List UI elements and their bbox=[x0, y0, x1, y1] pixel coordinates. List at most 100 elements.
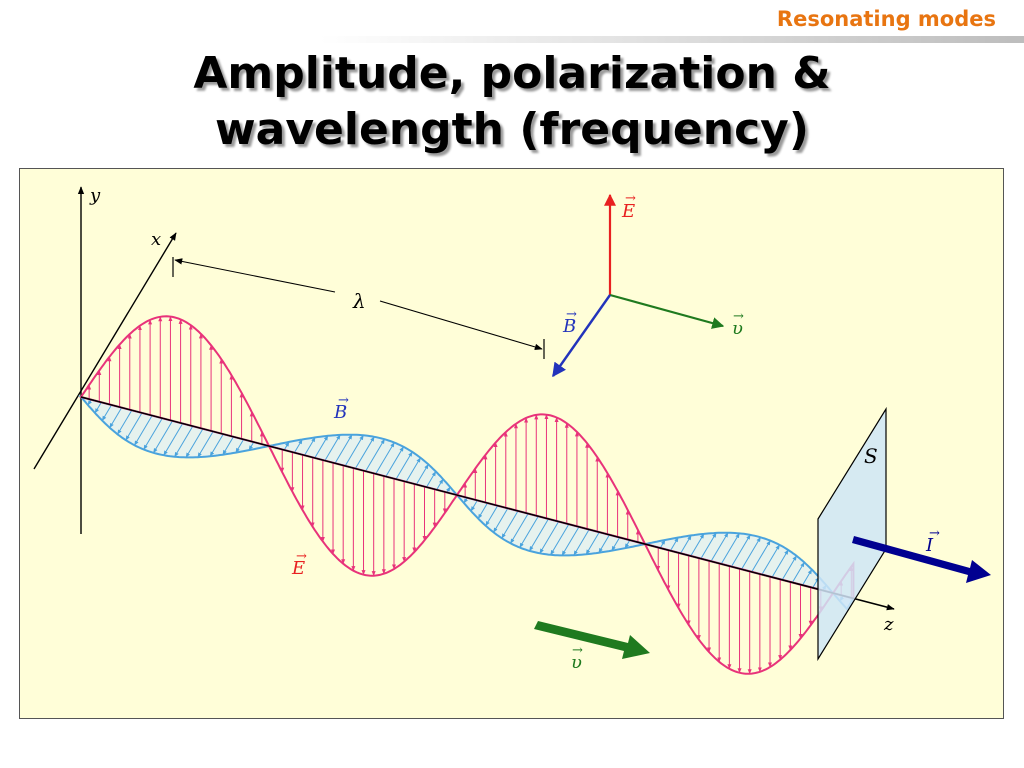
magnetic-field-vector bbox=[293, 439, 303, 453]
lambda-arrow-right bbox=[379, 300, 543, 351]
magnetic-field-vector bbox=[485, 505, 499, 527]
electric-field-wave bbox=[79, 315, 855, 675]
magnetic-field-vector bbox=[304, 436, 316, 456]
magnetic-field-vector bbox=[539, 521, 560, 554]
magnetic-field-vector bbox=[283, 441, 290, 451]
magnetic-field-vector bbox=[470, 500, 478, 512]
z-axis bbox=[80, 396, 895, 611]
y-axis-label: y bbox=[89, 185, 101, 206]
magnetic-field-vector bbox=[314, 435, 329, 459]
magnetic-field-vector bbox=[561, 526, 580, 556]
magnetic-envelope bbox=[78, 395, 855, 611]
b-wave-vector-mark: → bbox=[338, 393, 349, 408]
magnetic-field-vector bbox=[446, 486, 451, 493]
lambda-label: λ bbox=[352, 289, 366, 313]
magnetic-field-vector bbox=[501, 510, 519, 539]
magnetic-field-vector bbox=[365, 438, 385, 472]
magnetic-field-vector bbox=[436, 478, 444, 491]
magnetic-field-vector bbox=[781, 555, 797, 581]
magnetic-field-vector bbox=[802, 569, 813, 586]
x-axis bbox=[33, 232, 177, 470]
magnetic-field-vector bbox=[185, 428, 204, 458]
magnetic-field-vector bbox=[573, 529, 590, 556]
magnetic-field-vector bbox=[134, 415, 153, 446]
magnetic-field-vector bbox=[700, 532, 717, 559]
magnetic-field-vector bbox=[344, 434, 364, 467]
magnetic-field-vector bbox=[354, 436, 375, 469]
magnetic-field-vector bbox=[117, 409, 133, 435]
magnetic-field-vector bbox=[426, 471, 437, 488]
magnetic-field-vector bbox=[197, 431, 214, 458]
magnetic-field-vector bbox=[624, 539, 631, 549]
electric-envelope bbox=[79, 315, 855, 675]
magnetic-field-vector bbox=[153, 420, 173, 454]
magnetic-field-vector bbox=[248, 441, 255, 451]
velocity-arrow bbox=[534, 621, 650, 659]
em-wave-diagram: y x z λ B → E → E → υ → B → S bbox=[19, 168, 1004, 719]
magnetic-field-vector bbox=[94, 402, 102, 414]
magnetic-field-vector bbox=[669, 537, 679, 551]
magnetic-field-vector bbox=[222, 436, 234, 456]
magnetic-field-vector bbox=[109, 407, 123, 429]
magnetic-field-vector bbox=[163, 423, 184, 456]
magnetic-field-vector bbox=[529, 518, 549, 552]
velocity-vector-mark: → bbox=[572, 643, 583, 658]
title-line-1: Amplitude, polarization & bbox=[193, 48, 831, 99]
magnetic-field-vector bbox=[659, 539, 666, 549]
magnetic-field-vector bbox=[550, 523, 570, 556]
magnetic-field-vector bbox=[101, 404, 112, 421]
v-vector-label: υ bbox=[732, 318, 743, 339]
magnetic-field-vector bbox=[710, 532, 729, 562]
magnetic-field-vector bbox=[690, 533, 705, 557]
e-wave-label: E bbox=[291, 558, 305, 579]
magnetic-field-vector bbox=[405, 457, 421, 483]
e-vector-mark: → bbox=[625, 191, 636, 206]
magnetic-field-vector bbox=[463, 497, 468, 504]
slide-title: Amplitude, polarization & wavelength (fr… bbox=[0, 46, 1024, 158]
lambda-arrow-left bbox=[174, 258, 336, 293]
magnetic-field-vector bbox=[209, 433, 224, 457]
v-vector-arrow bbox=[609, 293, 725, 329]
velocity-label: υ bbox=[571, 652, 582, 673]
intensity-arrow bbox=[852, 536, 991, 583]
magnetic-field-vector bbox=[598, 534, 610, 554]
magnetic-field-vector bbox=[143, 417, 163, 450]
magnetic-field-vector bbox=[519, 515, 539, 548]
magnetic-field-vector bbox=[235, 439, 245, 454]
intensity-vector-mark: → bbox=[929, 526, 940, 541]
magnetic-field-vector bbox=[730, 534, 751, 567]
z-axis-label: z bbox=[883, 614, 894, 635]
magnetic-field-vector bbox=[510, 513, 529, 544]
magnetic-field-vector bbox=[791, 561, 805, 583]
magnetic-field-vector bbox=[125, 412, 143, 441]
header-rule bbox=[18, 36, 1024, 43]
e-vector-label: E bbox=[621, 201, 635, 222]
magnetic-field-vector bbox=[771, 549, 789, 578]
x-axis-label: x bbox=[151, 229, 161, 250]
title-line-2: wavelength (frequency) bbox=[215, 104, 809, 155]
magnetic-field-vector bbox=[375, 442, 395, 475]
magnetic-field-vector bbox=[324, 434, 341, 461]
em-wave-svg: y x z λ B → E → E → υ → B → S bbox=[33, 185, 991, 675]
magnetic-field-vector bbox=[87, 399, 92, 406]
b-wave-label: B bbox=[333, 402, 347, 423]
magnetic-field-vector bbox=[585, 531, 600, 555]
magnetic-field-vector bbox=[395, 451, 413, 480]
magnetic-field-vector bbox=[493, 508, 509, 533]
magnetic-field-vector bbox=[751, 540, 771, 573]
b-vector-arrow bbox=[552, 294, 611, 378]
v-vector-mark: → bbox=[733, 309, 744, 324]
intensity-label: I bbox=[925, 535, 934, 556]
magnetic-field-vector bbox=[761, 544, 780, 575]
magnetic-field-vector bbox=[720, 532, 740, 565]
magnetic-field-vector bbox=[385, 446, 404, 477]
magnetic-field-vector bbox=[477, 502, 488, 520]
surface-label: S bbox=[864, 444, 878, 468]
e-wave-vector-mark: → bbox=[296, 549, 307, 564]
magnetic-field-vector bbox=[174, 425, 194, 458]
magnetic-field-vector bbox=[611, 537, 621, 552]
magnetic-field-vector bbox=[334, 434, 353, 464]
magnetic-field-vector bbox=[741, 536, 761, 570]
magnetic-field-vector bbox=[680, 535, 692, 554]
magnetic-field-wave bbox=[78, 395, 855, 611]
